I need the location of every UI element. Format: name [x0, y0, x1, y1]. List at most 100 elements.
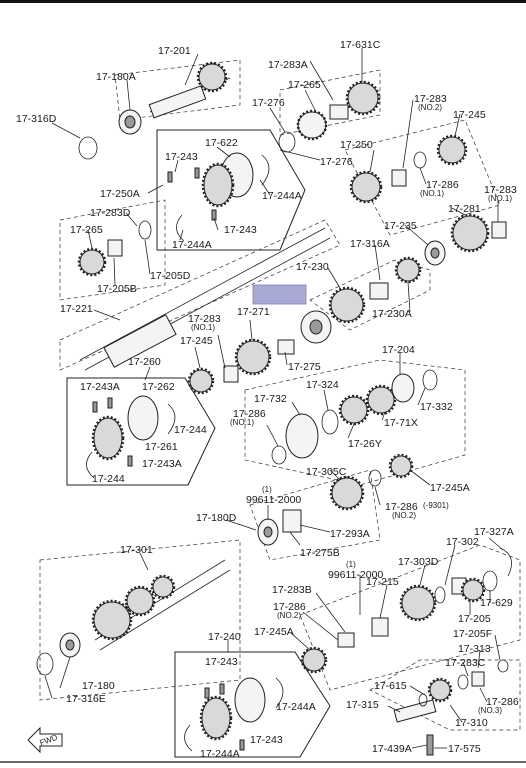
label-17-283-no1-mid: 17-283	[188, 313, 221, 325]
label-17-327A: 17-327A	[474, 526, 514, 538]
main-shaft	[59, 219, 341, 371]
label-17-244A-d: 17-244A	[200, 748, 240, 760]
label-17-243-c: 17-243	[205, 656, 238, 668]
label-17-71X: 17-71X	[384, 417, 418, 429]
label-17-286-no1-mid: 17-286	[233, 408, 266, 420]
label-17-302: 17-302	[446, 536, 479, 548]
label-17-245-mid: 17-245	[180, 335, 213, 347]
label-17-305C: 17-305C	[306, 466, 347, 478]
label-17-230A: 17-230A	[372, 308, 412, 320]
label-17-293A: 17-293A	[330, 528, 370, 540]
label-17-243A-a: 17-243A	[80, 381, 120, 393]
label-17-205D: 17-205D	[150, 270, 191, 282]
top-middle-gear-cluster	[278, 69, 381, 153]
label-17-275B: 17-275B	[300, 547, 340, 559]
label-17-245A-low: 17-245A	[254, 626, 294, 638]
label-17-286-no1-top: 17-286	[426, 179, 459, 191]
lower-mid-gear-group	[249, 469, 382, 561]
counter-gear-cluster	[309, 256, 431, 331]
mid-gear-cluster	[187, 310, 332, 395]
part-labels: 17-201 17-180A 17-316D 17-283A 17-631C 1…	[16, 39, 519, 760]
label-17-276-b: 17-276	[320, 156, 353, 168]
label-17-316A: 17-316A	[350, 238, 390, 250]
label-17-310: 17-310	[455, 717, 488, 729]
label-17-332: 17-332	[420, 401, 453, 413]
label-17-316D: 17-316D	[16, 113, 57, 125]
label-17-245A: 17-245A	[430, 482, 470, 494]
label-no2-c: (NO.2)	[277, 611, 301, 620]
label-17-622: 17-622	[205, 137, 238, 149]
label-17-283A: 17-283A	[268, 59, 308, 71]
label-17-276-a: 17-276	[252, 97, 285, 109]
label-17-180D: 17-180D	[196, 512, 237, 524]
label-17-250A: 17-250A	[100, 188, 140, 200]
label-17-283D: 17-283D	[90, 207, 131, 219]
synchro-assembly-box-bottom	[174, 651, 331, 758]
label-17-243-a: 17-243	[165, 151, 198, 163]
label-17-26Y: 17-26Y	[348, 438, 382, 450]
label-no3: (NO.3)	[478, 706, 502, 715]
label-17-250: 17-250	[340, 139, 373, 151]
synchro-assembly-box-top	[156, 129, 306, 251]
top-border	[0, 0, 526, 3]
label-17-235: 17-235	[384, 220, 417, 232]
label-17-244-a: 17-244	[174, 424, 207, 436]
label-17-243-d: 17-243	[250, 734, 283, 746]
label-17-205B: 17-205B	[97, 283, 137, 295]
label-17-283-no1-right: 17-283	[484, 184, 517, 196]
label-no1-b: (NO.1)	[488, 194, 512, 203]
label-17-275: 17-275	[288, 361, 321, 373]
label-17-303D: 17-303D	[398, 556, 439, 568]
label-17-243-b: 17-243	[224, 224, 257, 236]
label-17-245-top: 17-245	[453, 109, 486, 121]
label-17-260: 17-260	[128, 356, 161, 368]
label-99611-2000-b: 99611-2000	[328, 569, 383, 581]
label-qty-1-b: (1)	[346, 560, 356, 569]
label-17-281: 17-281	[448, 203, 481, 215]
label-17-244A-a: 17-244A	[262, 190, 302, 202]
label-17-244-b: 17-244	[92, 473, 125, 485]
label-17-316E: 17-316E	[66, 693, 106, 705]
label-17-205F: 17-205F	[453, 628, 492, 640]
label-17-180: 17-180	[82, 680, 115, 692]
label-17-286-no3: 17-286	[486, 696, 519, 708]
label-17-631C: 17-631C	[340, 39, 381, 51]
label-17-262: 17-262	[142, 381, 175, 393]
counter-shaft	[36, 539, 241, 701]
fwd-arrow-icon	[27, 726, 63, 754]
label-17-205: 17-205	[458, 613, 491, 625]
label-17-629: 17-629	[480, 597, 513, 609]
label-suffix-9301: (-9301)	[423, 501, 449, 510]
reverse-idler-group	[369, 659, 521, 756]
label-no2-b: (NO.2)	[392, 511, 416, 520]
label-17-265-left: 17-265	[70, 224, 103, 236]
label-17-240: 17-240	[208, 631, 241, 643]
left-bearing-group	[59, 199, 166, 301]
label-17-180A: 17-180A	[96, 71, 136, 83]
label-17-204: 17-204	[382, 344, 415, 356]
label-17-283C: 17-283C	[445, 657, 486, 669]
label-17-283B: 17-283B	[272, 584, 312, 596]
label-17-243A-b: 17-243A	[142, 458, 182, 470]
label-17-324: 17-324	[306, 379, 339, 391]
label-17-732: 17-732	[254, 393, 287, 405]
label-99611-2000-a: 99611-2000	[246, 494, 301, 506]
label-17-286-no2-mid: 17-286	[385, 501, 418, 513]
label-17-283-no2: 17-283	[414, 93, 447, 105]
right-upper-gear-cluster	[344, 119, 507, 266]
synchro-assembly-box-mid	[66, 377, 216, 486]
label-17-265-top: 17-265	[288, 79, 321, 91]
label-no1-a: (NO.1)	[420, 189, 444, 198]
label-17-313: 17-313	[458, 643, 491, 655]
label-17-244A-b: 17-244A	[172, 239, 212, 251]
highlighted-part-marker[interactable]	[252, 284, 307, 305]
label-no2-a: (NO.2)	[418, 103, 442, 112]
right-lower-gear-cluster	[299, 544, 521, 691]
label-17-286-no2-low: 17-286	[273, 601, 306, 613]
label-17-261: 17-261	[145, 441, 178, 453]
label-17-271: 17-271	[237, 306, 270, 318]
label-17-315: 17-315	[346, 699, 379, 711]
label-17-201: 17-201	[158, 45, 191, 57]
label-17-439A: 17-439A	[372, 743, 412, 755]
